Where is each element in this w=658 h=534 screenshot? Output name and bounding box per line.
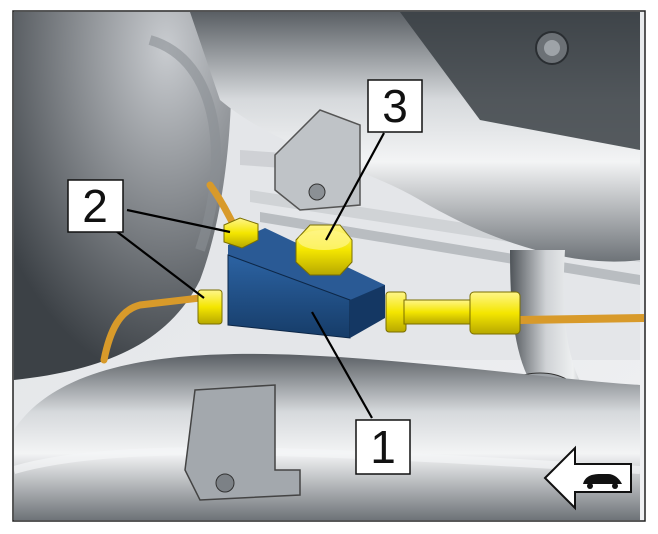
engine-bay-scene [14, 12, 644, 520]
brake-distribution-block [227, 228, 385, 339]
car-forward-arrow-icon [543, 445, 632, 511]
leader-line-2a [126, 208, 231, 234]
callout-3: 3 [367, 79, 423, 133]
leader-line-1 [311, 311, 373, 419]
callout-label-3: 3 [382, 80, 408, 132]
brake-line-left [100, 294, 204, 364]
callout-label-2: 2 [82, 180, 108, 232]
brake-line-right [519, 314, 644, 324]
fitting-left [197, 289, 223, 325]
leader-line-3 [325, 132, 385, 241]
fitting-right-hose [385, 291, 521, 335]
callout-1: 1 [355, 419, 411, 475]
callout-2: 2 [67, 179, 124, 233]
lower-pipe [14, 353, 640, 520]
fitting-upper [223, 217, 259, 249]
leader-line-2b [111, 227, 205, 299]
callout-label-1: 1 [370, 421, 396, 473]
fitting-3-bolt [295, 224, 353, 276]
